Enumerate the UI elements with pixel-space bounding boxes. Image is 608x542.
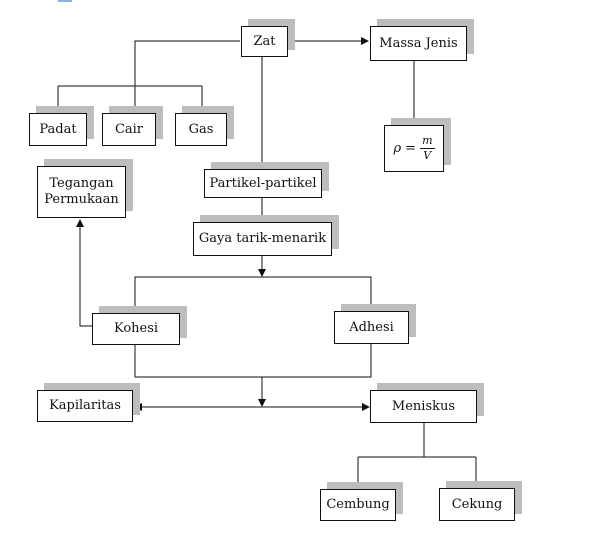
node-massa-jenis: Massa Jenis bbox=[370, 26, 467, 61]
node-adhesi-label: Adhesi bbox=[349, 319, 394, 335]
node-meniskus: Meniskus bbox=[370, 390, 477, 423]
node-tegangan-permukaan: Tegangan Permukaan bbox=[37, 166, 126, 218]
node-adhesi: Adhesi bbox=[334, 311, 409, 344]
node-density-formula: ρ = m V bbox=[384, 125, 444, 172]
node-massa-jenis-label: Massa Jenis bbox=[379, 35, 458, 51]
node-gaya-label: Gaya tarik-menarik bbox=[198, 231, 327, 246]
node-cair-label: Cair bbox=[114, 121, 144, 137]
node-cembung-label: Cembung bbox=[326, 497, 390, 512]
formula-numerator: m bbox=[420, 134, 435, 149]
node-meniskus-label: Meniskus bbox=[391, 398, 456, 414]
node-cair: Cair bbox=[102, 113, 156, 146]
formula-denominator: V bbox=[423, 149, 432, 162]
formula-fraction: m V bbox=[420, 134, 435, 162]
formula-rho: ρ bbox=[393, 140, 402, 156]
connector-merge bbox=[134, 344, 372, 378]
connector-zat-states bbox=[134, 40, 240, 86]
node-kapilaritas: Kapilaritas bbox=[37, 390, 133, 422]
node-tegangan-label: Tegangan Permukaan bbox=[44, 176, 119, 207]
node-kapilaritas-label: Kapilaritas bbox=[49, 398, 121, 413]
node-gas: Gas bbox=[175, 113, 227, 146]
node-gaya-tarik: Gaya tarik-menarik bbox=[193, 222, 332, 256]
node-kohesi: Kohesi bbox=[92, 313, 180, 345]
node-zat: Zat bbox=[241, 26, 288, 57]
connector-kohesi-tegangan bbox=[76, 219, 92, 327]
top-edge-artifact bbox=[58, 0, 72, 2]
node-padat-label: Padat bbox=[39, 121, 77, 137]
formula-equals: = bbox=[405, 140, 417, 156]
node-partikel: Partikel-partikel bbox=[204, 169, 322, 198]
node-zat-label: Zat bbox=[253, 33, 276, 49]
node-cekung-label: Cekung bbox=[451, 496, 503, 512]
node-partikel-label: Partikel-partikel bbox=[209, 175, 317, 191]
node-gas-label: Gas bbox=[188, 121, 214, 137]
density-formula: ρ = m V bbox=[394, 135, 435, 162]
node-cekung: Cekung bbox=[439, 488, 515, 521]
node-padat: Padat bbox=[29, 113, 87, 146]
node-cembung: Cembung bbox=[320, 489, 396, 521]
node-kohesi-label: Kohesi bbox=[113, 321, 159, 336]
connector-fork-kohesi bbox=[134, 276, 372, 313]
